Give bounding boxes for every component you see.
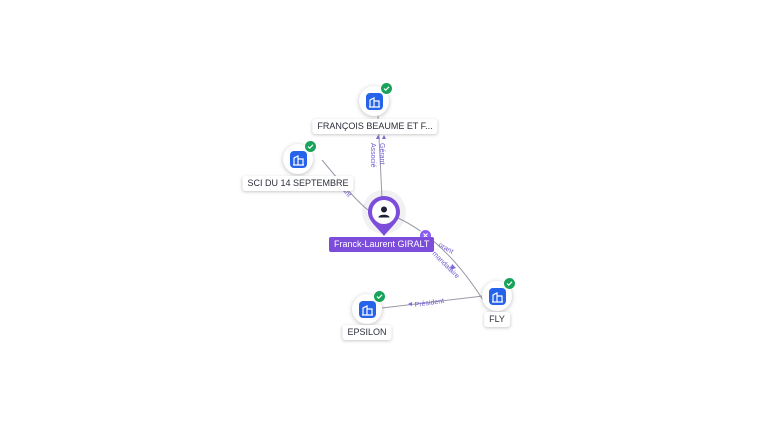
verified-check-icon — [503, 277, 516, 290]
person-label: Franck-Laurent GIRALT — [329, 237, 435, 252]
company-node-epsilon[interactable] — [352, 290, 386, 324]
edge-arrow — [382, 135, 386, 139]
edge-arrow — [450, 264, 456, 270]
person-pin-icon — [368, 196, 400, 236]
edge-label-gerant: Gérant — [378, 143, 385, 164]
edge-person-fly — [397, 217, 484, 301]
building-icon — [489, 288, 506, 305]
company-label-epsilon: EPSILON — [342, 325, 392, 340]
company-label-sci-14-septembre: SCI DU 14 SEPTEMBRE — [242, 176, 354, 191]
building-icon — [366, 93, 383, 110]
edge-label-sci: ant — [340, 187, 352, 199]
edge-label-fly-2: mandataire — [431, 250, 461, 280]
edge-label-associe: Associé — [369, 143, 376, 168]
edge-label-president: Président — [414, 298, 444, 309]
verified-check-icon — [304, 140, 317, 153]
company-node-fly[interactable] — [482, 277, 516, 311]
person-node[interactable] — [366, 194, 402, 243]
building-icon — [359, 301, 376, 318]
building-icon — [290, 151, 307, 168]
edge-arrow — [376, 135, 380, 139]
edge-fly-epsilon — [381, 295, 484, 309]
edge-person-sci-14-septembre — [321, 159, 369, 211]
company-node-francois-beaume[interactable] — [359, 82, 393, 116]
company-label-fly: FLY — [484, 312, 510, 327]
company-node-sci-14-septembre[interactable] — [283, 140, 317, 174]
edge-arrow — [408, 302, 412, 306]
verified-check-icon — [380, 82, 393, 95]
company-label-francois-beaume: FRANÇOIS BEAUME ET F... — [312, 119, 438, 134]
verified-check-icon — [373, 290, 386, 303]
